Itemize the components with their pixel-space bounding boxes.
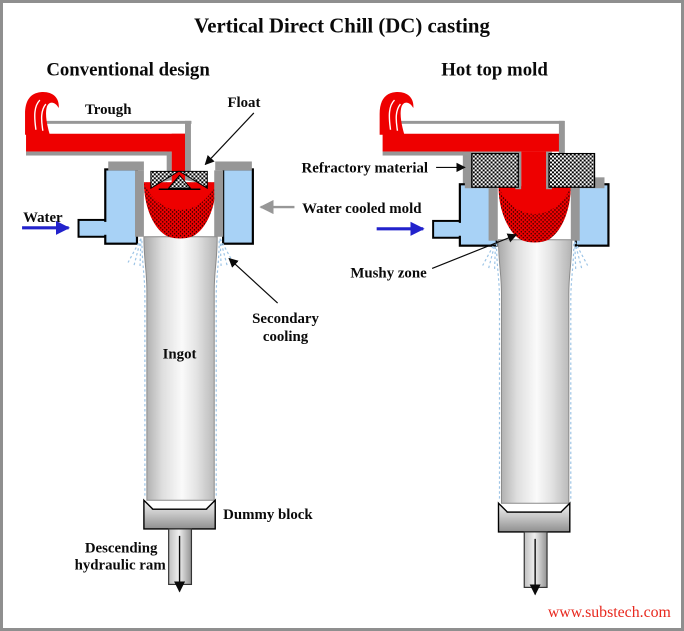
inlet-junction — [102, 221, 111, 235]
mold-lining-right — [570, 187, 580, 241]
secondary-cooling-label-line1: Secondary — [252, 311, 319, 327]
mushy-zone-label: Mushy zone — [350, 265, 427, 281]
mold-lining-left — [488, 187, 498, 241]
secondary-cooling-label-line2: cooling — [263, 329, 309, 345]
trough-label: Trough — [85, 102, 132, 118]
secondary-cooling-spray-right — [482, 241, 589, 502]
water-cooled-mold-left — [77, 161, 254, 245]
secondary-cooling-spray-left — [127, 238, 234, 499]
dummy-block-right — [497, 501, 571, 533]
annotations: Trough Float Water Refractory material W… — [22, 95, 518, 574]
float-cone — [167, 174, 192, 189]
trough-right-wall — [558, 120, 565, 157]
trough-bottom-wall — [382, 151, 520, 156]
descending-ram-label-line1: Descending — [85, 541, 158, 557]
mold-cap-left — [108, 161, 144, 171]
trough-bottom-step — [462, 151, 473, 184]
float-pointer-arrow — [204, 112, 255, 166]
feed-channel-metal — [171, 133, 186, 184]
trough-rim — [27, 120, 192, 124]
float-wing-left — [150, 170, 181, 190]
right-panel-heading: Hot top mold — [441, 59, 548, 80]
refractory-block-left — [471, 152, 519, 188]
mold-lining-left — [134, 170, 144, 237]
descending-ram-label-line2: hydraulic ram — [75, 558, 167, 574]
mold-body-right-half — [222, 168, 254, 245]
trough-metal — [382, 133, 563, 152]
ingot-label: Ingot — [163, 347, 197, 363]
mold-cap-right — [215, 161, 252, 171]
dummy-block-left — [143, 498, 216, 530]
inlet-junction — [456, 222, 465, 236]
water-label: Water — [23, 210, 63, 226]
page-title: Vertical Direct Chill (DC) casting — [194, 15, 490, 38]
dummy-block-label: Dummy block — [223, 507, 313, 523]
trough-bottom-wall — [26, 151, 170, 156]
mold-lining-right — [214, 170, 224, 237]
water-cooled-mold-label: Water cooled mold — [302, 201, 422, 217]
ingot-body — [498, 239, 573, 504]
hot-top-mold-diagram — [378, 91, 610, 596]
ingot-body — [143, 236, 218, 501]
secondary-cooling-pointer-arrow — [228, 257, 279, 304]
left-panel-heading: Conventional design — [46, 59, 210, 80]
conventional-design-diagram — [24, 91, 254, 593]
mold-body-right-half — [574, 183, 610, 247]
pour-spout — [24, 91, 60, 136]
trough-rim — [384, 120, 564, 124]
dc-casting-diagram: Vertical Direct Chill (DC) casting Conve… — [22, 15, 672, 621]
float-label: Float — [227, 95, 260, 111]
mushy-zone-pointer-arrow — [431, 233, 518, 270]
watermark: www.substech.com — [548, 604, 672, 621]
hot-top-channel-metal — [521, 151, 547, 192]
feed-channel-wall-left — [166, 151, 172, 178]
trough-right-wall — [185, 120, 191, 181]
float-wing-right — [177, 170, 208, 190]
trough-metal — [26, 133, 189, 152]
refractory-block-right — [548, 152, 596, 188]
float-assembly — [150, 170, 208, 190]
refractory-material-label: Refractory material — [302, 160, 429, 176]
pour-spout — [378, 91, 415, 136]
